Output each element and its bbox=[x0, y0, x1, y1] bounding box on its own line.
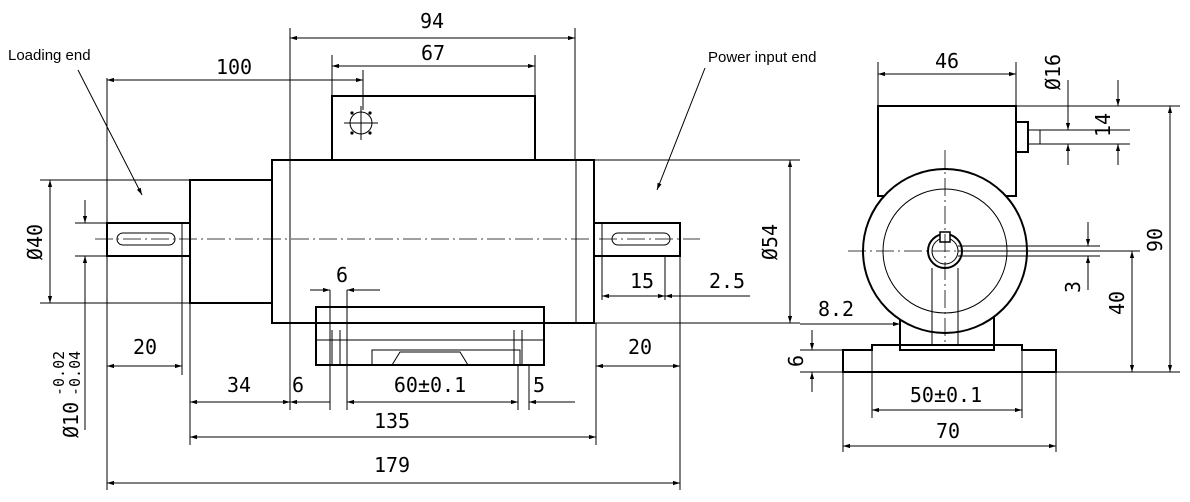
left-hub bbox=[189, 179, 272, 304]
dim-100: 100 bbox=[216, 55, 252, 79]
dim-3: 3 bbox=[1061, 281, 1085, 293]
dim-14: 14 bbox=[1091, 113, 1115, 137]
left-shaft bbox=[106, 222, 191, 257]
side-view: Loading end Power input end 94 67 100 Ø4… bbox=[8, 9, 816, 490]
dim-connector-diameter: Ø16 bbox=[1041, 54, 1065, 90]
end-view: 46 Ø16 14 90 40 3 8.2 6 50±0.1 70 bbox=[784, 49, 1180, 452]
dim-body-diameter: Ø54 bbox=[758, 224, 782, 260]
dim-94: 94 bbox=[420, 9, 444, 33]
dim-70: 70 bbox=[936, 419, 960, 443]
mounting-base bbox=[315, 306, 545, 366]
loading-end-label: Loading end bbox=[8, 47, 91, 64]
dim-179: 179 bbox=[374, 453, 410, 477]
dim-right-shaft-20: 20 bbox=[628, 335, 652, 359]
dim-shaft-diameter-tolerance: Ø10 -0.02 -0.04 bbox=[50, 351, 84, 438]
dim-2-5: 2.5 bbox=[709, 269, 745, 293]
dim-15: 15 bbox=[630, 269, 654, 293]
dim-5: 5 bbox=[533, 373, 545, 397]
dim-left-shaft-20: 20 bbox=[133, 335, 157, 359]
right-shaft bbox=[593, 222, 681, 257]
dim-8-2: 8.2 bbox=[818, 297, 854, 321]
shaft-diameter-base: Ø10 bbox=[59, 402, 83, 438]
sensor-body bbox=[271, 159, 595, 324]
dim-40: 40 bbox=[1105, 291, 1129, 315]
dim-hole-spacing-50: 50±0.1 bbox=[910, 383, 982, 407]
shaft-tolerance-lower: -0.04 bbox=[66, 351, 84, 396]
dim-135: 135 bbox=[374, 409, 410, 433]
power-input-end-label: Power input end bbox=[708, 49, 816, 66]
dim-90: 90 bbox=[1143, 228, 1167, 252]
shaft-tolerance-upper: -0.02 bbox=[50, 351, 68, 396]
end-pedestal bbox=[899, 312, 995, 351]
dim-46: 46 bbox=[935, 49, 959, 73]
dim-6-left: 6 bbox=[292, 373, 304, 397]
connector-symbol-icon bbox=[344, 106, 378, 140]
connector-box bbox=[331, 95, 536, 161]
dim-34: 34 bbox=[227, 373, 251, 397]
end-connector-nub bbox=[1015, 121, 1029, 153]
dim-base-6: 6 bbox=[784, 355, 808, 367]
dim-hole-spacing-60: 60±0.1 bbox=[394, 373, 466, 397]
dim-67: 67 bbox=[421, 41, 445, 65]
dim-6-foot: 6 bbox=[336, 263, 348, 287]
dim-hub-diameter: Ø40 bbox=[23, 224, 47, 260]
